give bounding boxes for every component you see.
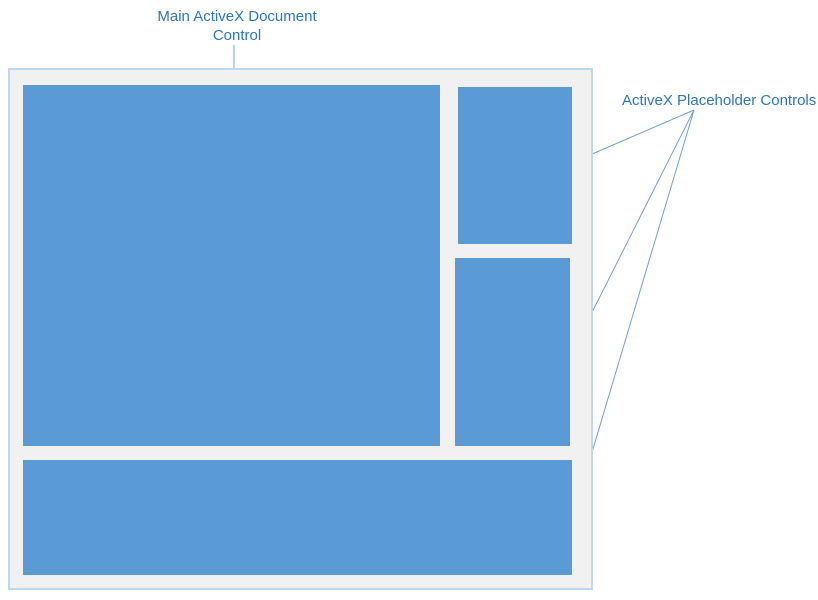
main-activex-document-control bbox=[23, 85, 440, 446]
placeholder-control-middle-right bbox=[455, 258, 570, 446]
placeholder-control-bottom bbox=[23, 460, 572, 575]
main-control-label: Main ActiveX Document Control bbox=[157, 8, 317, 44]
document-container bbox=[8, 68, 593, 590]
placeholder-controls-label: ActiveX Placeholder Controls bbox=[622, 92, 817, 109]
placeholder-control-top-right bbox=[458, 87, 572, 244]
leader-line-placeholder-top bbox=[575, 109, 695, 162]
